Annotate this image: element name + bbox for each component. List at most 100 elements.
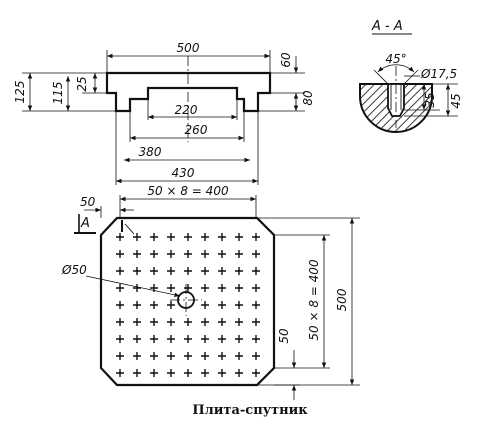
dim-45-angle xyxy=(377,64,415,73)
section-view: А - А 45° Ø17,5 35 45 xyxy=(359,19,463,133)
dim-hole-diameter-label: Ø17,5 xyxy=(420,67,457,81)
cross-mark xyxy=(235,335,243,343)
cross-mark xyxy=(150,301,158,309)
cross-mark xyxy=(201,318,209,326)
cross-mark xyxy=(218,284,226,292)
cross-mark xyxy=(184,267,192,275)
cross-mark xyxy=(133,233,141,241)
cross-mark xyxy=(235,352,243,360)
cross-mark xyxy=(201,284,209,292)
cross-mark xyxy=(184,318,192,326)
cross-mark xyxy=(252,301,260,309)
plan-view: Ø50 50 × 8 = 400 50 А 50 × 8 = 400 500 5… xyxy=(61,184,360,400)
section-marker-label: А xyxy=(80,216,90,231)
cross-mark xyxy=(235,284,243,292)
cross-mark xyxy=(252,318,260,326)
cross-mark xyxy=(167,369,175,377)
cross-mark xyxy=(184,369,192,377)
cross-mark xyxy=(167,250,175,258)
cross-mark xyxy=(252,267,260,275)
cross-mark xyxy=(116,369,124,377)
cross-mark xyxy=(116,318,124,326)
cross-mark xyxy=(133,318,141,326)
cross-mark xyxy=(201,233,209,241)
dim-center-hole-leader xyxy=(85,275,181,298)
cross-mark xyxy=(150,250,158,258)
dim-430-label: 430 xyxy=(172,166,195,180)
cross-mark xyxy=(167,284,175,292)
cross-mark xyxy=(218,301,226,309)
side-view: 500 125 115 25 60 80 220 260 38 xyxy=(13,41,315,185)
dim-125-label: 125 xyxy=(13,81,27,104)
dim-overall-height-label: 500 xyxy=(335,288,349,311)
drawing-caption: Плита-спутник xyxy=(192,403,308,418)
cross-mark xyxy=(167,233,175,241)
cross-mark xyxy=(252,233,260,241)
cross-mark xyxy=(133,335,141,343)
cross-mark xyxy=(235,233,243,241)
cross-mark xyxy=(116,335,124,343)
cross-mark xyxy=(116,301,124,309)
dim-115-label: 115 xyxy=(51,82,65,105)
dim-60-label: 60 xyxy=(279,52,293,68)
cross-mark xyxy=(184,335,192,343)
cross-mark xyxy=(184,233,192,241)
cross-mark xyxy=(133,284,141,292)
dim-500-top-label: 500 xyxy=(177,41,200,55)
dim-side-pitch-label: 50 × 8 = 400 xyxy=(307,259,321,341)
cross-mark xyxy=(235,318,243,326)
dim-380-label: 380 xyxy=(139,145,162,159)
cross-mark xyxy=(201,335,209,343)
cross-mark xyxy=(235,267,243,275)
dim-25-label: 25 xyxy=(75,76,89,91)
cross-mark xyxy=(184,284,192,292)
dim-center-hole-label: Ø50 xyxy=(61,263,87,277)
dim-260-label: 260 xyxy=(185,123,208,137)
cross-mark xyxy=(201,250,209,258)
cross-mark xyxy=(252,284,260,292)
cross-mark xyxy=(150,233,158,241)
cross-mark xyxy=(201,301,209,309)
cross-mark xyxy=(252,369,260,377)
cross-mark xyxy=(201,267,209,275)
cross-mark xyxy=(252,250,260,258)
cross-mark xyxy=(218,233,226,241)
cross-mark xyxy=(133,301,141,309)
cross-mark xyxy=(167,267,175,275)
cross-mark xyxy=(218,267,226,275)
cross-mark xyxy=(218,369,226,377)
section-title: А - А xyxy=(371,19,403,34)
cross-mark-grid xyxy=(116,233,260,377)
cross-mark xyxy=(150,267,158,275)
cross-mark xyxy=(150,318,158,326)
cross-mark xyxy=(201,369,209,377)
cross-mark xyxy=(133,267,141,275)
cross-mark xyxy=(150,369,158,377)
dim-220-label: 220 xyxy=(175,103,198,117)
cross-mark xyxy=(218,352,226,360)
cross-mark xyxy=(235,250,243,258)
cross-mark xyxy=(235,369,243,377)
cross-mark xyxy=(167,352,175,360)
cross-mark xyxy=(218,335,226,343)
cross-mark xyxy=(133,352,141,360)
dim-top-pitch-label: 50 × 8 = 400 xyxy=(147,184,229,198)
cross-mark xyxy=(116,284,124,292)
cross-mark xyxy=(133,369,141,377)
cross-mark xyxy=(252,335,260,343)
cross-mark xyxy=(116,267,124,275)
cross-mark xyxy=(116,250,124,258)
cross-mark xyxy=(201,352,209,360)
cross-mark xyxy=(252,352,260,360)
cross-mark xyxy=(218,250,226,258)
cross-mark xyxy=(116,233,124,241)
cross-mark xyxy=(167,335,175,343)
cross-mark xyxy=(150,352,158,360)
cross-mark xyxy=(167,318,175,326)
cross-mark xyxy=(167,301,175,309)
dim-right-offset-label: 50 xyxy=(277,328,291,344)
cross-mark xyxy=(218,318,226,326)
cross-mark xyxy=(184,250,192,258)
dim-80-label: 80 xyxy=(301,90,315,106)
